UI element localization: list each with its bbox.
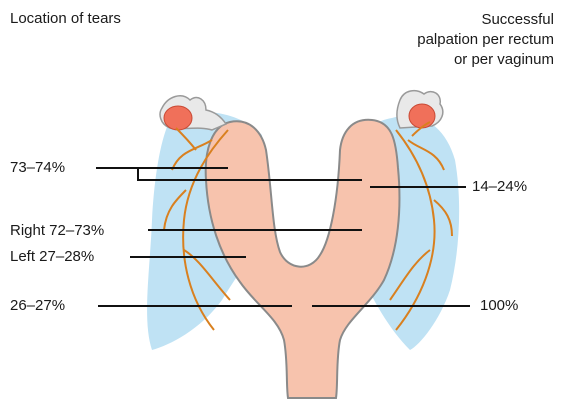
uterus-body <box>206 120 400 398</box>
label-right-72-73: Right 72–73% <box>10 222 104 240</box>
label-left-27-28: Left 27–28% <box>10 248 94 266</box>
successful-palpation-title-line3: or per vaginum <box>454 51 554 69</box>
label-26-27: 26–27% <box>10 297 65 315</box>
successful-palpation-title-line1: Successful <box>481 11 554 29</box>
ovary-right <box>409 104 435 128</box>
label-100: 100% <box>480 297 518 315</box>
label-14-24: 14–24% <box>472 178 527 196</box>
location-of-tears-title: Location of tears <box>10 10 121 28</box>
label-73-74: 73–74% <box>10 159 65 177</box>
ovary-left <box>164 106 192 130</box>
successful-palpation-title-line2: palpation per rectum <box>417 31 554 49</box>
